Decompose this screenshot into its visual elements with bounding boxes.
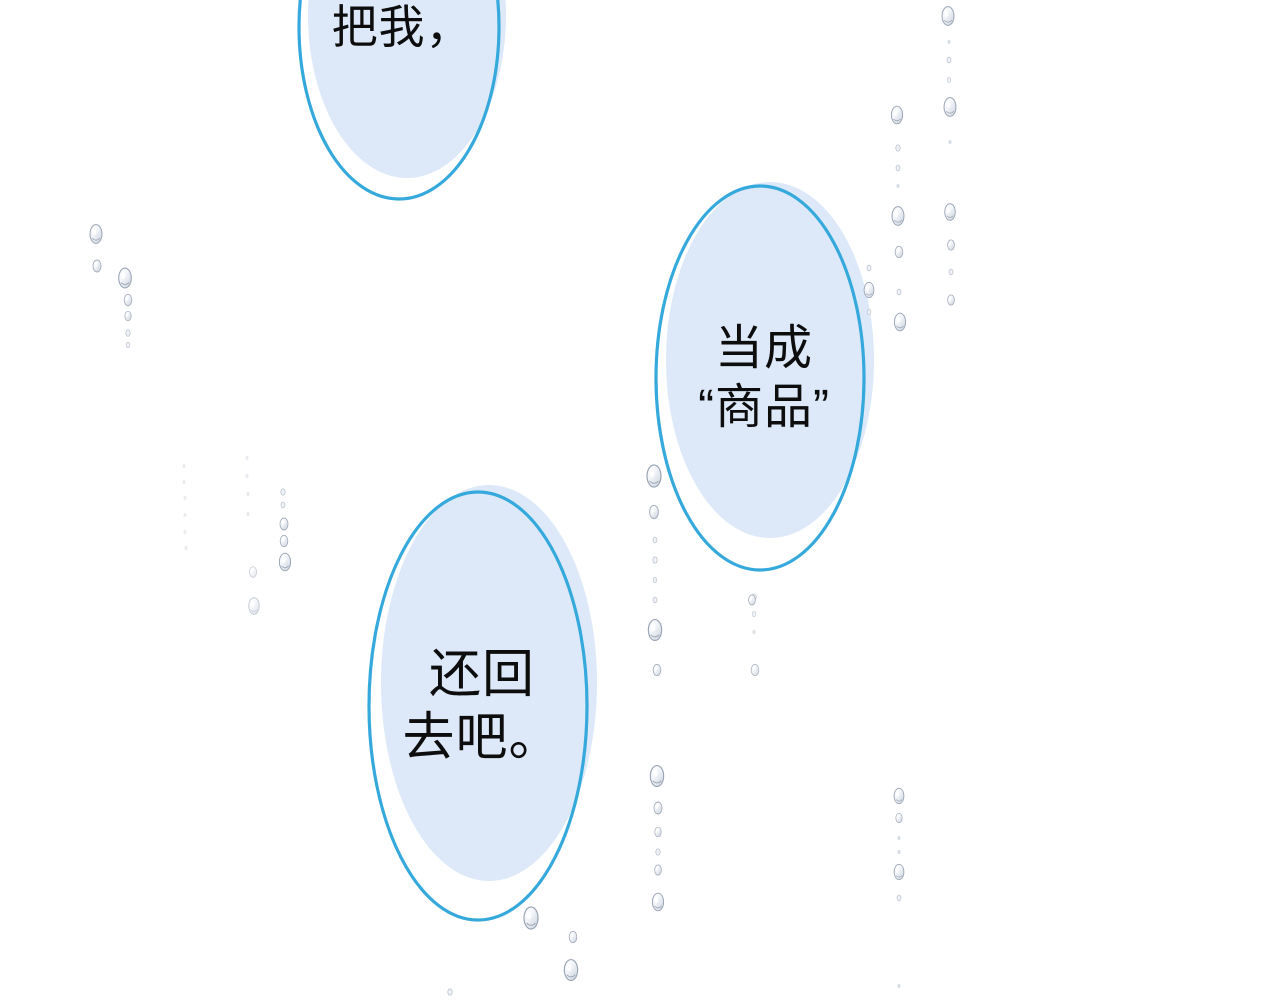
bubble-right-line-2: “商品” [698, 381, 830, 434]
bubble-top-text: 把我， [295, 0, 509, 384]
bubble-lower-left-shape [367, 485, 597, 922]
bubble-right-line-1: 当成 [715, 322, 813, 376]
bubble-lower-left-line-2: 去吧。 [402, 708, 562, 767]
droplet-stream-right-a [890, 105, 907, 332]
droplet-stream-left-low [182, 463, 188, 551]
speech-bubble-lower-left: 还回 去吧。 [365, 483, 599, 930]
droplet-stream-center-low [649, 764, 665, 912]
droplet-stream-left-low-3 [278, 488, 292, 572]
bubble-right-text: 当成 “商品” [650, 178, 878, 624]
droplet-stream-right-c [893, 787, 905, 989]
speech-bubble-top: 把我， [295, 0, 509, 202]
bubble-right-shape [654, 182, 874, 572]
droplet-stream-left-upper [89, 224, 103, 273]
bubble-lower-left-line-1: 还回 [428, 646, 536, 705]
bubble-top-shape [297, 0, 506, 201]
speech-bubble-right: 当成 “商品” [650, 178, 878, 580]
bubble-top-line-1: 把我， [331, 0, 473, 53]
droplet-stream-left-mid [118, 267, 133, 349]
droplet-stream-right-b [941, 6, 957, 306]
bubble-lower-left-text: 还回 去吧。 [365, 483, 599, 954]
droplet-stream-left-low-2 [245, 455, 260, 615]
